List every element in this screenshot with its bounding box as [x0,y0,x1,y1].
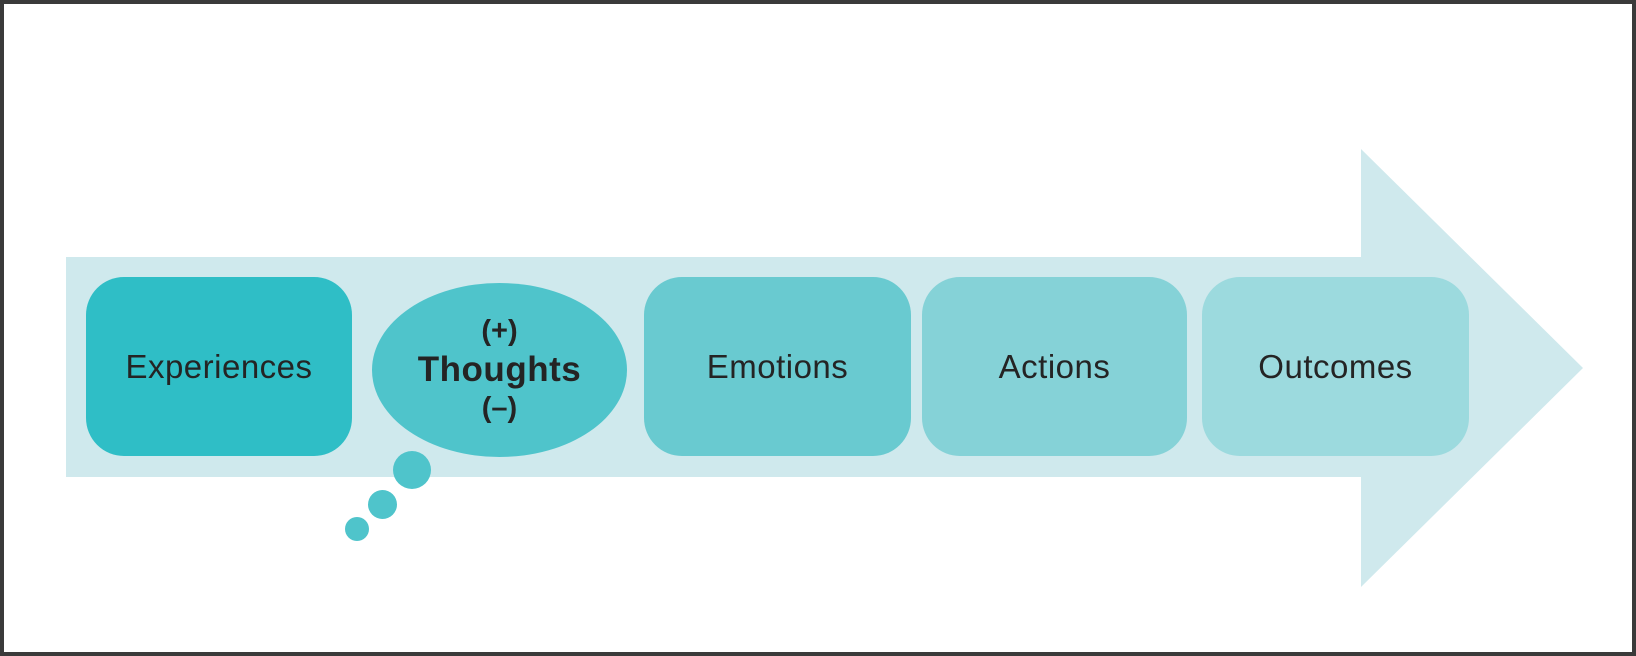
step-experiences: Experiences [86,277,352,456]
thought-bubble-dot-small [345,517,369,541]
thought-bubble-dot-large [393,451,431,489]
step-outcomes-label: Outcomes [1258,347,1413,385]
step-outcomes: Outcomes [1202,277,1469,456]
step-thoughts-label: Thoughts [417,350,582,390]
step-thoughts-bubble: (+) Thoughts (–) [372,283,627,457]
thought-bubble-dot-medium [368,490,397,519]
step-actions: Actions [922,277,1187,456]
thoughts-negative-sign: (–) [481,391,518,424]
step-emotions: Emotions [644,277,911,456]
step-emotions-label: Emotions [706,347,849,385]
thoughts-positive-sign: (+) [481,315,518,348]
step-experiences-label: Experiences [125,347,313,385]
step-actions-label: Actions [998,347,1111,385]
